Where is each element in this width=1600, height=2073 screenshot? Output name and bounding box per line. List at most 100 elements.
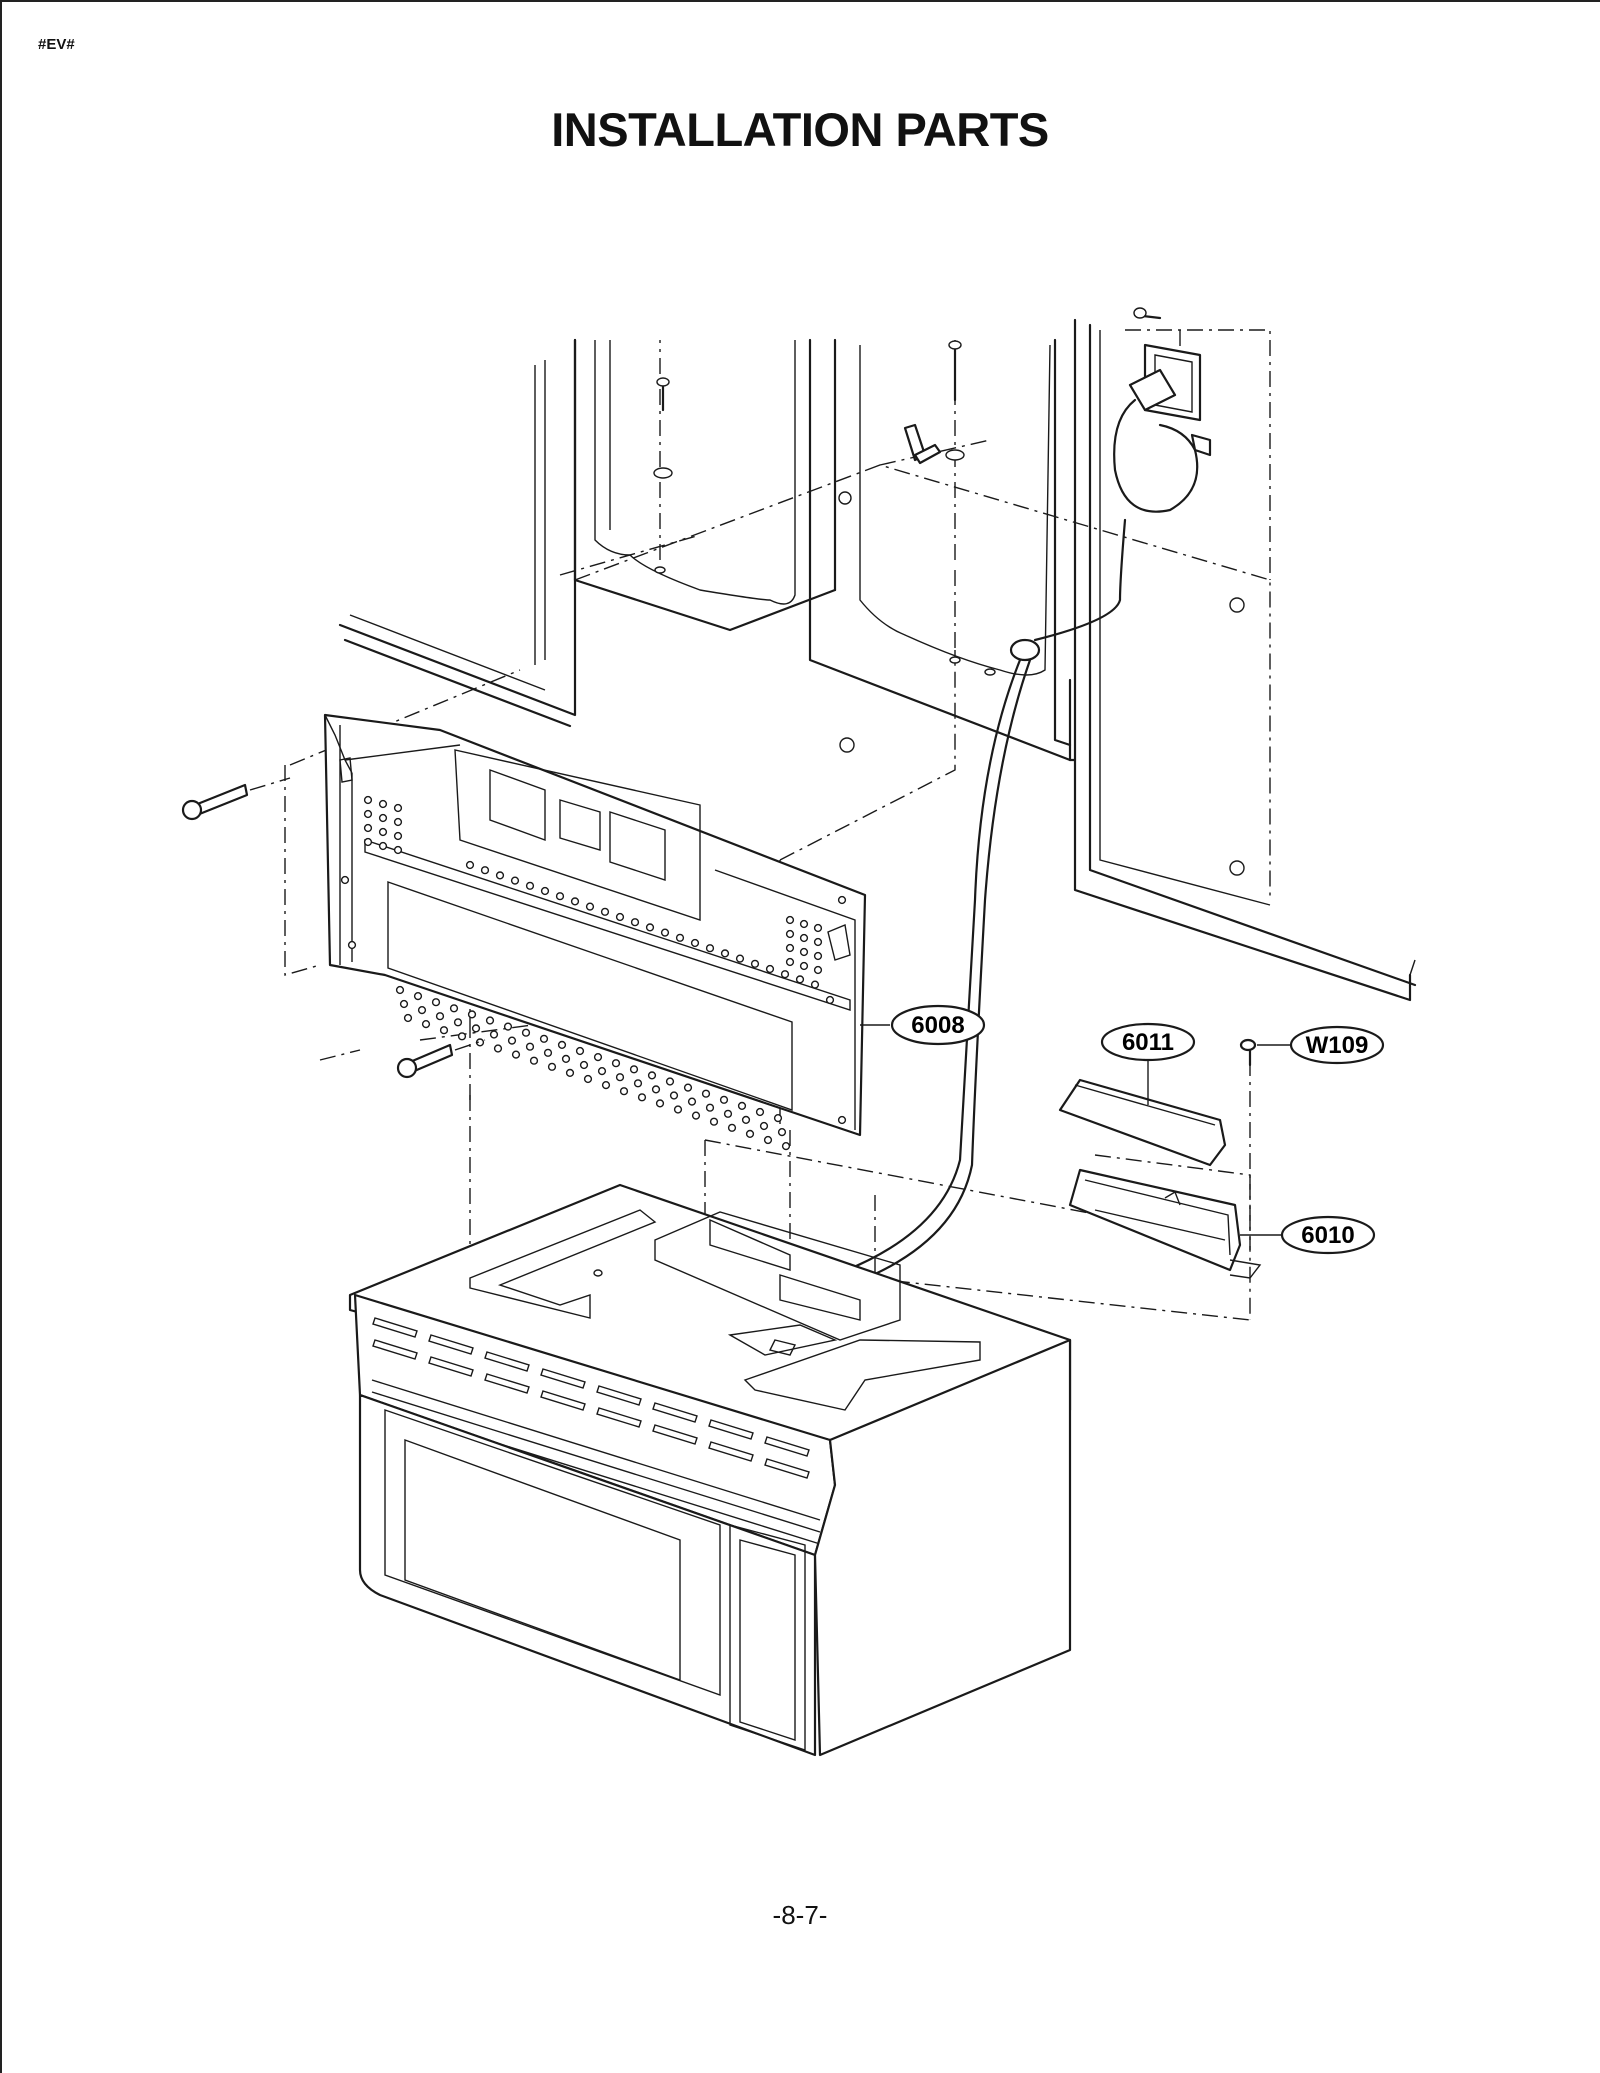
plate-hole xyxy=(687,1097,697,1106)
plate-hole xyxy=(795,975,805,984)
plate-hole xyxy=(781,1141,791,1151)
grille-rail xyxy=(371,1379,821,1521)
plate-hole xyxy=(669,1091,679,1100)
grille-slot xyxy=(372,1339,418,1360)
plate-hole xyxy=(799,919,809,929)
plate-hole xyxy=(395,985,405,995)
callout-6010: 6010 xyxy=(1240,1215,1376,1255)
mounting-plate xyxy=(323,713,867,1137)
plate-hole xyxy=(633,1079,643,1088)
header-tag: #EV# xyxy=(38,36,75,53)
plate-hole xyxy=(529,1056,539,1065)
plate-hole xyxy=(647,1071,657,1080)
grille-slot xyxy=(372,1317,418,1338)
plate-hole xyxy=(597,1066,607,1076)
plate-hole xyxy=(810,980,820,989)
plate-hole xyxy=(393,845,403,855)
plate-hole xyxy=(378,813,388,823)
plate-hole xyxy=(773,1113,783,1123)
plate-hole xyxy=(399,999,409,1009)
page-title: INSTALLATION PARTS xyxy=(551,103,1049,156)
grille-slot xyxy=(764,1436,810,1457)
plate-hole xyxy=(539,1034,549,1043)
plate-hole xyxy=(525,881,535,890)
plate-hole xyxy=(493,1044,503,1053)
plate-hole xyxy=(837,895,847,905)
plate-hole xyxy=(813,951,823,961)
plate-hole xyxy=(745,1129,755,1139)
toggle-bolt xyxy=(838,340,996,676)
plate-hole xyxy=(785,943,795,953)
plate-hole xyxy=(785,957,795,967)
callout-6010-label: 6010 xyxy=(1301,1222,1354,1249)
plate-hole xyxy=(701,1089,711,1098)
grille-slot xyxy=(540,1390,586,1411)
plate-hole xyxy=(615,1073,625,1082)
grille-slot xyxy=(428,1334,474,1355)
callout-W109: W109 xyxy=(1257,1025,1385,1065)
plate-hole xyxy=(651,1085,661,1094)
plate-hole xyxy=(583,1074,593,1084)
grille-rail xyxy=(371,1391,821,1533)
grille-slot xyxy=(652,1402,698,1423)
plate-hole xyxy=(378,841,388,851)
plate-hole xyxy=(421,1019,431,1029)
plate-hole xyxy=(525,1042,535,1051)
plate-hole xyxy=(557,1040,567,1050)
grille-slot xyxy=(708,1419,754,1440)
plate-hole xyxy=(837,1115,847,1125)
plate-hole xyxy=(799,961,809,971)
plate-hole xyxy=(378,799,388,809)
plate-hole xyxy=(785,929,795,939)
plate-hole xyxy=(495,871,505,880)
plate-hole xyxy=(619,1087,629,1096)
plate-hole xyxy=(555,892,565,901)
plate-hole xyxy=(363,837,373,847)
plate-hole xyxy=(511,1050,521,1059)
plate-holes xyxy=(340,795,847,1151)
plate-screw-lower xyxy=(396,1039,486,1079)
plate-hole xyxy=(579,1060,589,1070)
plate-hole xyxy=(457,1032,467,1041)
grille-slot xyxy=(540,1368,586,1389)
plate-hole xyxy=(705,1103,715,1112)
plate-hole xyxy=(737,1101,747,1111)
plate-hole xyxy=(435,1012,445,1021)
grille-slot xyxy=(596,1385,642,1406)
grille-slot xyxy=(708,1441,754,1462)
plate-hole xyxy=(431,998,441,1007)
plate-hole xyxy=(813,937,823,947)
plate-hole xyxy=(585,902,595,911)
callout-6008-label: 6008 xyxy=(911,1012,964,1039)
wall-hardware xyxy=(653,307,1245,876)
plate-hole xyxy=(540,886,550,896)
plate-hole xyxy=(507,1036,517,1045)
plate-hole xyxy=(727,1123,737,1132)
top-cabinet-screw-left xyxy=(653,377,673,574)
plate-hole xyxy=(543,1048,553,1057)
grille-slot xyxy=(428,1356,474,1377)
plate-hole xyxy=(471,1024,481,1033)
microwave-oven xyxy=(348,1183,1072,1757)
plate-hole xyxy=(763,1135,773,1145)
plate-hole xyxy=(393,831,403,841)
plate-hole xyxy=(759,1121,769,1131)
plate-hole xyxy=(393,803,403,813)
plate-hole xyxy=(503,1022,513,1031)
plate-hole xyxy=(799,933,809,943)
plate-hole xyxy=(480,866,490,875)
plate-hole xyxy=(723,1109,733,1118)
plate-hole xyxy=(755,1107,765,1117)
plate-hole xyxy=(363,823,373,833)
plate-hole xyxy=(489,1030,499,1039)
plate-hole xyxy=(615,912,625,922)
plate-hole xyxy=(691,1111,701,1120)
grille-slot xyxy=(596,1407,642,1428)
callout-6008: 6008 xyxy=(860,1004,986,1046)
plate-hole xyxy=(720,949,730,958)
plate-hole xyxy=(675,933,685,942)
plate-hole xyxy=(600,907,610,916)
plate-hole xyxy=(735,954,745,963)
plate-hole xyxy=(690,938,700,948)
grille-slot xyxy=(484,1373,530,1394)
